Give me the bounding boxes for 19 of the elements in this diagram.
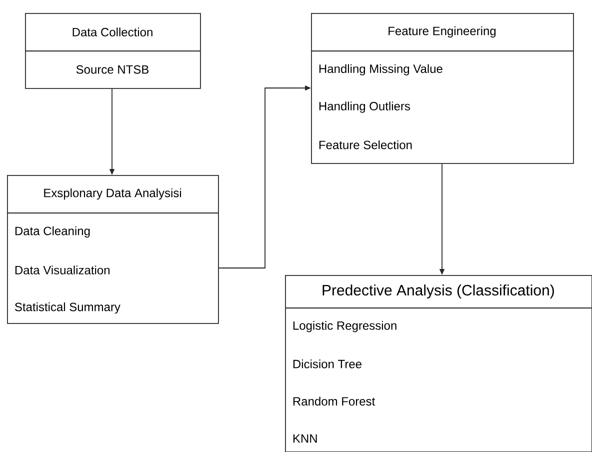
list-box [310, 13, 574, 164]
list-item: Dicision Tree [293, 360, 362, 368]
list-box [6, 175, 219, 324]
list-item: Data Visualization [15, 266, 110, 274]
list-box [284, 275, 592, 452]
box-title: Predective Analysis (Classification) [322, 284, 554, 298]
box-title: Feature Engineering [388, 26, 496, 38]
list-item: Data Cleaning [15, 226, 90, 238]
list-item: Source NTSB [76, 65, 149, 74]
list-item: KNN [293, 434, 317, 443]
list-item: Logistic Regression [293, 321, 396, 332]
list-item: Random Forest [293, 396, 376, 406]
box-title: Exsplonary Data Analysisi [44, 188, 182, 200]
list-item: Feature Selection [319, 140, 412, 150]
list-item: Statistical Summary [15, 302, 120, 314]
list-item: Handling Outliers [319, 102, 410, 113]
list-box [24, 13, 201, 89]
box-title: Data Collection [72, 28, 152, 36]
list-item: Handling Missing Value [319, 64, 442, 76]
